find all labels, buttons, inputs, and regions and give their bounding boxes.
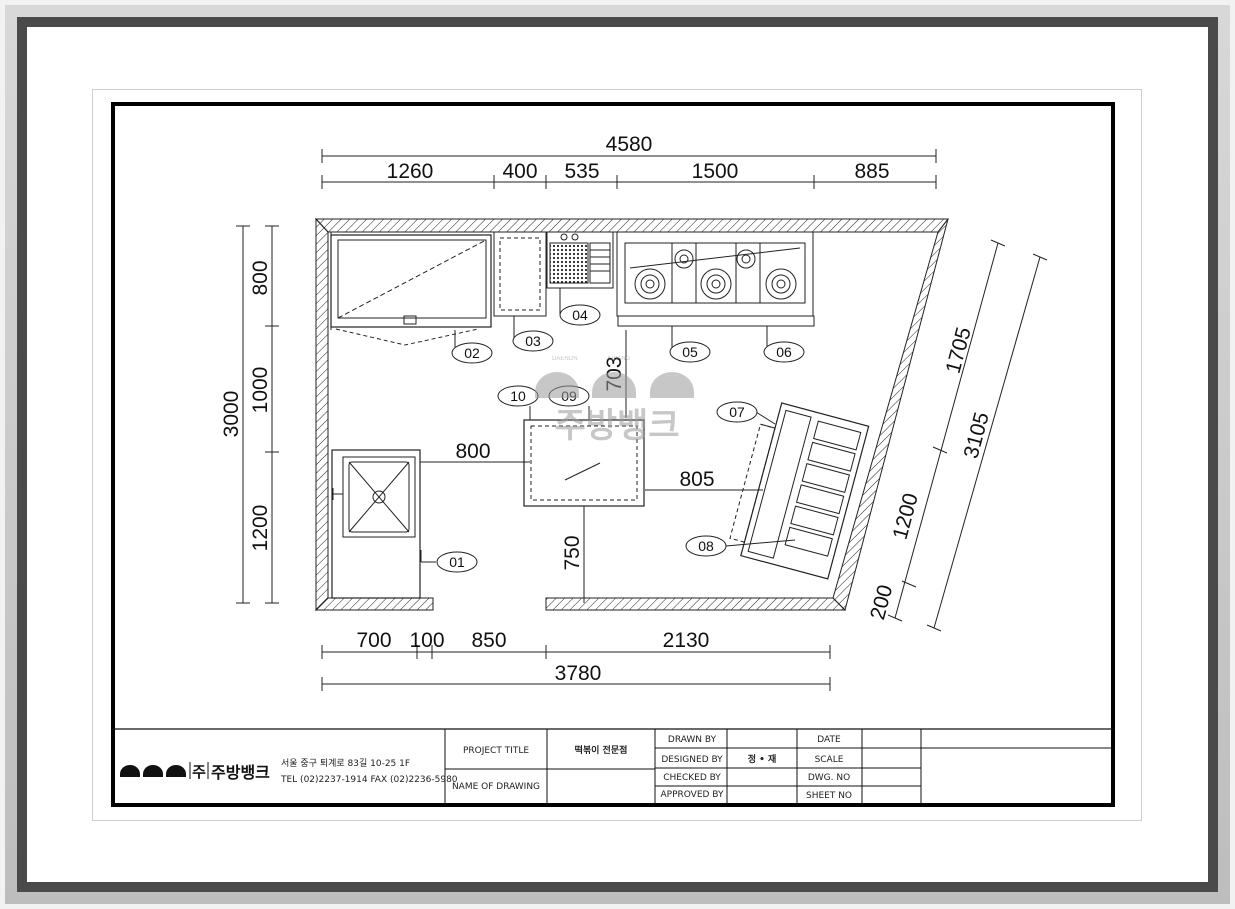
tag-06: 06 xyxy=(763,341,805,363)
dim-top-885: 885 xyxy=(854,160,889,183)
tag-10: 10 xyxy=(497,385,539,407)
svg-text:02: 02 xyxy=(464,345,480,361)
title-block xyxy=(113,728,1113,805)
drawing-sheet xyxy=(92,89,1142,821)
svg-text:03: 03 xyxy=(525,333,541,349)
tag-07: 07 xyxy=(716,401,758,423)
checked-by-label: CHECKED BY xyxy=(663,773,721,783)
project-title-value: 떡볶이 전문점 xyxy=(575,744,628,756)
tag-08: 08 xyxy=(685,535,727,557)
scale-label: SCALE xyxy=(815,755,844,765)
dim-bottom-700: 700 xyxy=(356,629,391,652)
svg-text:01: 01 xyxy=(449,554,465,570)
dim-left-total: 3000 xyxy=(220,391,243,438)
equipment-01-sink xyxy=(331,449,421,599)
dimension-lines xyxy=(236,149,1048,691)
equipment-05-06-gas-range xyxy=(616,231,815,327)
tag-05: 05 xyxy=(669,341,711,363)
watermark-logo: DAENON JUBANG 주방뱅크 xyxy=(535,356,694,446)
svg-text:06: 06 xyxy=(776,344,792,360)
designed-by-value: 정 • 재 xyxy=(748,753,777,765)
drawing-border xyxy=(111,102,1115,807)
dim-top-1260: 1260 xyxy=(387,160,434,183)
dim-right-200: 200 xyxy=(866,582,897,622)
tag-04: 04 xyxy=(559,304,601,326)
date-label: DATE xyxy=(817,735,841,745)
dim-inner-750: 750 xyxy=(561,535,584,570)
tag-03: 03 xyxy=(512,330,554,352)
svg-text:JUBANG: JUBANG xyxy=(606,356,631,362)
equipment-03 xyxy=(493,231,547,317)
dim-top-535: 535 xyxy=(564,160,599,183)
drawn-by-label: DRAWN BY xyxy=(668,735,717,745)
tag-01: 01 xyxy=(436,551,478,573)
dim-bottom-2130: 2130 xyxy=(663,629,710,652)
svg-text:04: 04 xyxy=(572,307,588,323)
sheet-no-label: SHEET NO xyxy=(806,791,852,801)
walls xyxy=(314,217,950,612)
company-address: 서울 중구 퇴계로 83길 10-25 1F xyxy=(281,757,410,769)
dim-bottom-850: 850 xyxy=(471,629,506,652)
equipment-04-fryer xyxy=(546,231,614,289)
dim-top-400: 400 xyxy=(502,160,537,183)
dim-inner-805: 805 xyxy=(679,468,714,491)
name-of-drawing-label: NAME OF DRAWING xyxy=(452,782,540,792)
equipment-02-refrigerator xyxy=(330,232,492,346)
dim-right-1705: 1705 xyxy=(942,325,976,376)
dwg-no-label: DWG. NO xyxy=(808,773,850,783)
svg-text:08: 08 xyxy=(698,538,714,554)
company-contact: TEL (02)2237-1914 FAX (02)2236-5980 xyxy=(280,775,458,785)
svg-text:DAENON: DAENON xyxy=(552,356,578,362)
svg-text:10: 10 xyxy=(510,388,526,404)
dim-inner-800: 800 xyxy=(455,440,490,463)
equipment-07-08-counter xyxy=(729,402,870,580)
dim-top-1500: 1500 xyxy=(692,160,739,183)
svg-text:07: 07 xyxy=(729,404,745,420)
dim-bottom-total: 3780 xyxy=(555,662,602,685)
approved-by-label: APPROVED BY xyxy=(660,790,724,800)
svg-text:주방뱅크: 주방뱅크 xyxy=(554,406,679,446)
dim-left-1000: 1000 xyxy=(249,367,272,414)
dim-top-total: 4580 xyxy=(606,133,653,156)
project-title-label: PROJECT TITLE xyxy=(463,746,529,756)
tag-02: 02 xyxy=(451,342,493,364)
dim-left-1200: 1200 xyxy=(249,505,272,552)
company-logo xyxy=(120,765,186,777)
svg-text:05: 05 xyxy=(682,344,698,360)
dim-bottom-100: 100 xyxy=(409,629,444,652)
designed-by-label: DESIGNED BY xyxy=(661,755,723,765)
company-short: 주 xyxy=(192,763,206,781)
dim-left-800: 800 xyxy=(249,260,272,295)
company-name: 주방뱅크 xyxy=(211,763,270,782)
